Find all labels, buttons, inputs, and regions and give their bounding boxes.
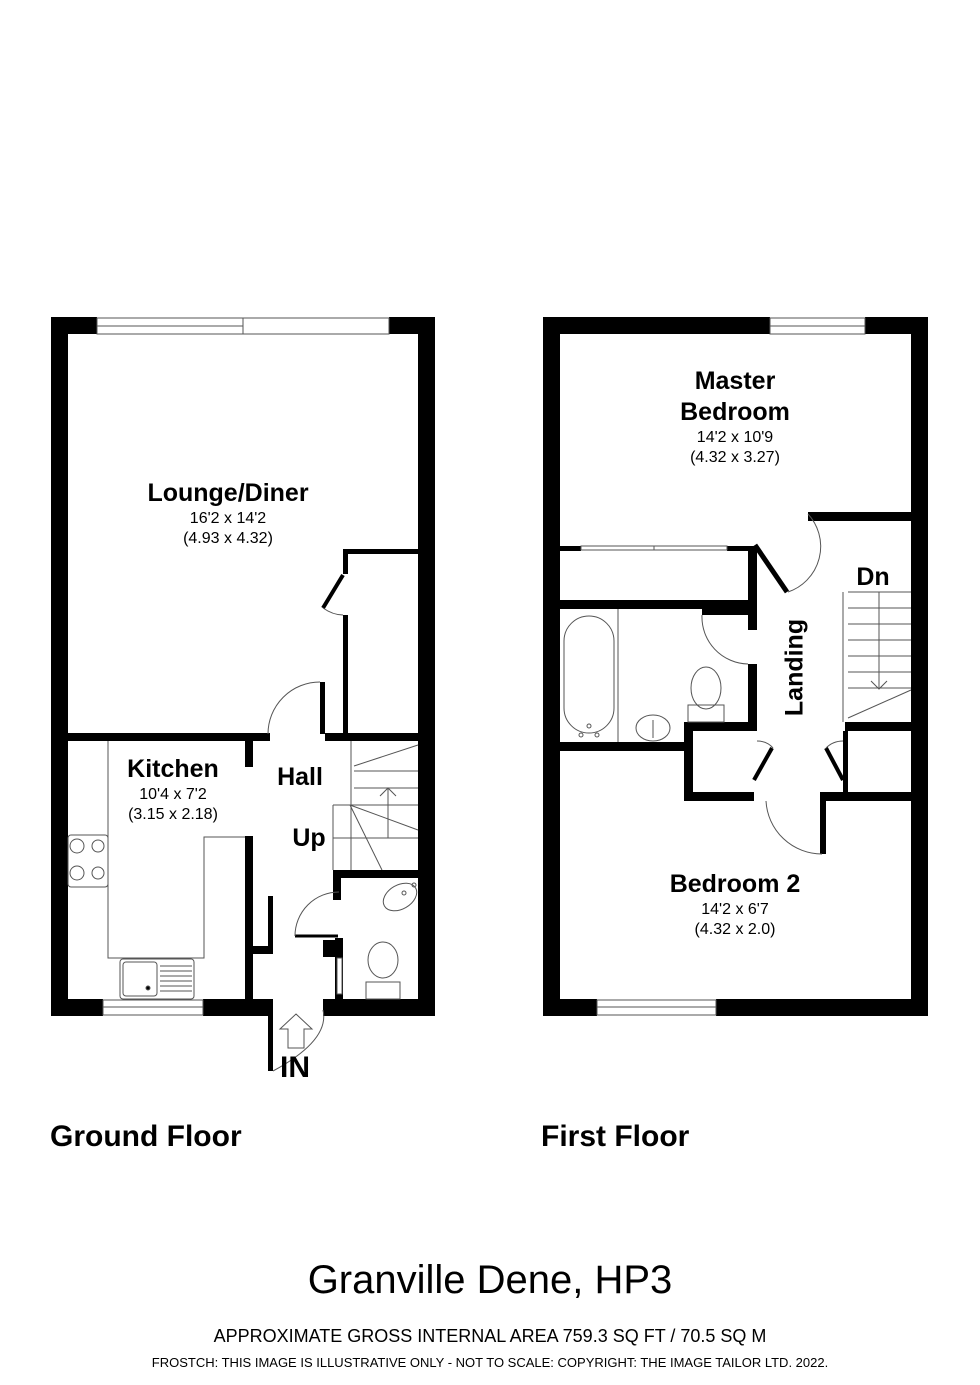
room-metric: (4.32 x 2.0): [694, 921, 776, 938]
wc-toilet: [365, 941, 401, 1000]
stairs-up-label: Up: [292, 824, 326, 852]
ground-floor-label: Ground Floor: [50, 1120, 242, 1153]
room-landing: Landing: [780, 618, 809, 717]
lounge-window: [96, 317, 390, 335]
room-metric: (4.32 x 3.27): [690, 449, 780, 466]
room-lounge-diner: Lounge/Diner 16'2 x 14'2 (4.93 x 4.32): [128, 478, 328, 549]
landing-stairs: [842, 591, 912, 722]
kitchen-window: [102, 999, 204, 1016]
gross-area: APPROXIMATE GROSS INTERNAL AREA 759.3 SQ…: [213, 1326, 767, 1346]
room-imperial: 16'2 x 14'2: [189, 510, 267, 527]
room-name: Bedroom 2: [669, 870, 801, 898]
entrance-label: IN: [280, 1051, 310, 1084]
first-floor-label: First Floor: [541, 1120, 690, 1153]
disclaimer: FROSTCH: THIS IMAGE IS ILLUSTRATIVE ONLY…: [151, 1355, 829, 1370]
wc-basin: [382, 882, 418, 912]
room-master-bedroom: Master Bedroom 14'2 x 10'9 (4.32 x 3.27): [635, 366, 835, 468]
room-name-line1: Master: [694, 367, 776, 395]
room-name-line2: Bedroom: [680, 398, 790, 426]
room-name: Lounge/Diner: [147, 479, 309, 507]
bathroom-fixtures: [563, 609, 725, 742]
entrance-arrow-icon: [278, 1013, 314, 1049]
bedroom2-window: [596, 999, 717, 1016]
first-floor-plan: [543, 317, 928, 1016]
stairs-down-label: Dn: [856, 563, 890, 591]
room-imperial: 14'2 x 10'9: [696, 429, 774, 446]
kitchen-units: [67, 741, 245, 1000]
room-imperial: 14'2 x 6'7: [701, 901, 769, 918]
room-metric: (4.93 x 4.32): [183, 530, 273, 547]
room-hall: Hall: [277, 763, 323, 791]
room-imperial: 10'4 x 7'2: [139, 786, 207, 803]
room-metric: (3.15 x 2.18): [128, 806, 218, 823]
master-window: [769, 317, 866, 335]
room-kitchen: Kitchen 10'4 x 7'2 (3.15 x 2.18): [98, 754, 248, 825]
ground-floor-plan: [51, 317, 435, 1072]
hall-stairs: [332, 741, 419, 871]
room-name: Kitchen: [127, 755, 219, 783]
room-bedroom-2: Bedroom 2 14'2 x 6'7 (4.32 x 2.0): [635, 869, 835, 940]
property-title: Granville Dene, HP3: [307, 1258, 673, 1302]
